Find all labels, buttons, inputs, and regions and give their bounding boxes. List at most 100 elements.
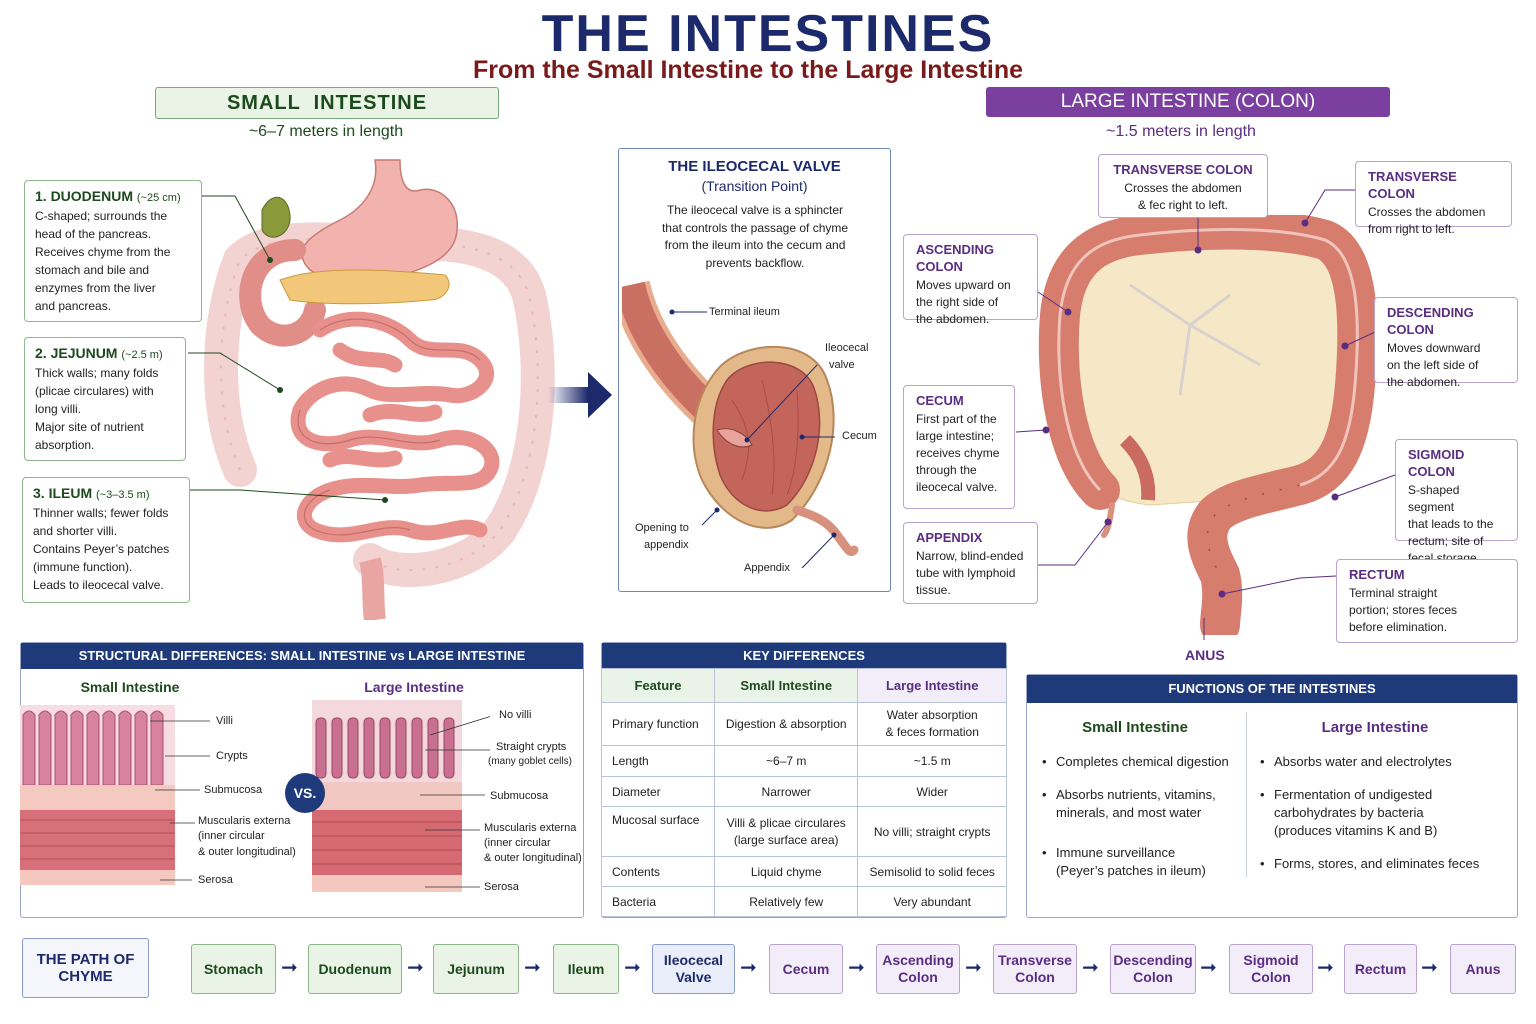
tissue-leader-lines: [150, 716, 490, 888]
path-step-duodenum: Duodenum: [308, 944, 402, 994]
jejunum-heading: 2. JEJUNUM (~2.5 m): [35, 344, 175, 364]
path-step-cecum: Cecum: [769, 944, 843, 994]
ascending-line: the right side of: [916, 295, 999, 309]
duodenum-line: C-shaped; surrounds the: [35, 209, 168, 223]
functions-small-list: •Completes chemical digestion •Absorbs n…: [1042, 753, 1242, 880]
duodenum-size: (~25 cm): [136, 192, 181, 204]
function-item: •Absorbs water and electrolytes: [1260, 754, 1452, 769]
kd-col-large: Large Intestine: [857, 668, 1007, 703]
path-step-anus: Anus: [1450, 944, 1516, 994]
rectum-line: portion; stores feces: [1349, 603, 1458, 617]
function-item: •Absorbs nutrients, vitamins, minerals, …: [1042, 787, 1216, 820]
rectum-box: RECTUM Terminal straight portion; stores…: [1336, 559, 1518, 643]
arrow-icon: ➞: [281, 957, 298, 979]
function-item-text: Completes chemical digestion: [1056, 754, 1229, 769]
sigmoid-line: rectum; site of: [1408, 534, 1484, 548]
jejunum-name: 2. JEJUNUM: [35, 345, 118, 361]
kd-cell: Narrower: [713, 776, 859, 807]
kd-cell: Very abundant: [857, 886, 1007, 917]
kd-cell: Primary function: [601, 702, 715, 746]
valve-description: The ileocecal valve is a sphincter that …: [640, 202, 870, 272]
function-item-text: Forms, stores, and eliminates feces: [1274, 856, 1480, 871]
transverse-colon-box-a: TRANSVERSE COLON Crosses the abdomen & f…: [1098, 154, 1268, 218]
kd-cell: Semisolid to solid feces: [857, 856, 1007, 887]
large-label-goblet: (many goblet cells): [488, 756, 572, 767]
kd-cell: Villi & plicae circulares (large surface…: [713, 806, 859, 857]
functions-panel: FUNCTIONS OF THE INTESTINES: [1026, 674, 1518, 918]
label-appendix: Appendix: [744, 562, 790, 574]
valve-desc-line: that controls the passage of chyme: [661, 220, 849, 235]
label-opening-to: Opening to: [635, 522, 689, 534]
path-step-sigmoid-colon: Sigmoid Colon: [1229, 944, 1313, 994]
path-step-stomach: Stomach: [191, 944, 276, 994]
ileum-box: 3. ILEUM (~3–3.5 m) Thinner walls; fewer…: [22, 477, 190, 603]
ileum-size: (~3–3.5 m): [96, 489, 150, 501]
function-item: •Immune surveillance (Peyer’s patches in…: [1042, 845, 1206, 878]
cecum-line: large intestine;: [916, 429, 995, 443]
ileum-line: Leads to ileocecal valve.: [33, 578, 164, 592]
valve-desc-line: prevents backflow.: [705, 255, 805, 270]
functions-header: FUNCTIONS OF THE INTESTINES: [1027, 675, 1517, 703]
appendix-line: tissue.: [916, 583, 951, 597]
sigmoid-line: S-shaped segment: [1408, 483, 1460, 514]
appendix-box: APPENDIX Narrow, blind-ended tube with l…: [903, 522, 1038, 604]
arrow-icon: ➞: [1200, 957, 1217, 979]
duodenum-line: stomach and bile and: [35, 263, 150, 277]
key-differences-header: KEY DIFFERENCES: [602, 643, 1006, 669]
large-intestine-illustration: [1038, 215, 1378, 635]
large-intestine-length: ~1.5 meters in length: [1106, 123, 1256, 140]
kd-cell: ~1.5 m: [857, 745, 1007, 777]
functions-small-title: Small Intestine: [1082, 719, 1188, 736]
ascending-line: Moves upward on: [916, 278, 1011, 292]
transverse-a-line: Crosses the abdomen: [1124, 181, 1242, 195]
transverse-b-line: from right to left.: [1368, 222, 1455, 236]
sigmoid-line: that leads to the: [1408, 517, 1494, 531]
transverse-b-name: TRANSVERSE COLON: [1368, 169, 1457, 201]
arrow-icon: ➞: [1082, 957, 1099, 979]
functions-large-title: Large Intestine: [1321, 719, 1429, 736]
kd-cell: Liquid chyme: [713, 856, 859, 887]
structural-differences-panel: STRUCTURAL DIFFERENCES: SMALL INTESTINE …: [20, 642, 584, 918]
valve-subtitle: (Transition Point): [701, 178, 808, 194]
rectum-name: RECTUM: [1349, 567, 1405, 582]
sigmoid-name: SIGMOID COLON: [1408, 447, 1465, 479]
path-step-jejunum: Jejunum: [433, 944, 519, 994]
label-appendix-opening: appendix: [644, 539, 689, 551]
small-label-crypts: Crypts: [216, 750, 248, 762]
small-intestine-tissue: [20, 705, 175, 885]
valve-title: THE ILEOCECAL VALVE: [668, 158, 841, 175]
kd-cell: No villi; straight crypts: [857, 806, 1007, 857]
descending-colon-box: DESCENDING COLON Moves downward on the l…: [1374, 297, 1518, 389]
anus-label: ANUS: [1185, 647, 1225, 663]
subtitle: From the Small Intestine to the Large In…: [472, 56, 1024, 84]
duodenum-line: and pancreas.: [35, 299, 112, 313]
duodenum-line: head of the pancreas.: [35, 227, 152, 241]
structural-large-title: Large Intestine: [364, 679, 464, 695]
ileum-line: (immune function).: [33, 560, 133, 574]
function-item: •Forms, stores, and eliminates feces: [1260, 856, 1480, 871]
ascending-name: ASCENDING COLON: [916, 242, 995, 274]
sigmoid-colon-box: SIGMOID COLON S-shaped segment that lead…: [1395, 439, 1518, 565]
kd-cell: Diameter: [601, 776, 715, 807]
jejunum-size: (~2.5 m): [121, 349, 163, 361]
transverse-b-line: Crosses the abdomen: [1368, 205, 1486, 219]
kd-col-feature: Feature: [601, 668, 715, 703]
ascending-line: the abdomen.: [916, 312, 990, 326]
kd-cell: Contents: [601, 856, 715, 887]
arrow-icon: ➞: [524, 957, 541, 979]
large-label-outer: & outer longitudinal): [484, 852, 582, 864]
ascending-colon-box: ASCENDING COLON Moves upward on the righ…: [903, 234, 1038, 326]
small-label-submucosa: Submucosa: [204, 784, 263, 796]
large-label-inner: (inner circular: [484, 837, 551, 849]
duodenum-name: 1. DUODENUM: [35, 188, 134, 204]
descending-line: on the left side of: [1387, 358, 1479, 372]
arrow-icon: ➞: [1421, 957, 1438, 979]
large-label-straight-crypts: Straight crypts: [496, 741, 567, 753]
valve-desc-line: The ileocecal valve is a sphincter: [666, 203, 844, 217]
arrow-icon: ➞: [848, 957, 865, 979]
jejunum-line: Major site of nutrient: [35, 420, 144, 434]
jejunum-line: (plicae circulares) with: [35, 384, 154, 398]
large-label-no-villi: No villi: [499, 709, 532, 721]
ileum-heading: 3. ILEUM (~3–3.5 m): [33, 484, 179, 504]
jejunum-line: Thick walls; many folds: [35, 366, 159, 380]
